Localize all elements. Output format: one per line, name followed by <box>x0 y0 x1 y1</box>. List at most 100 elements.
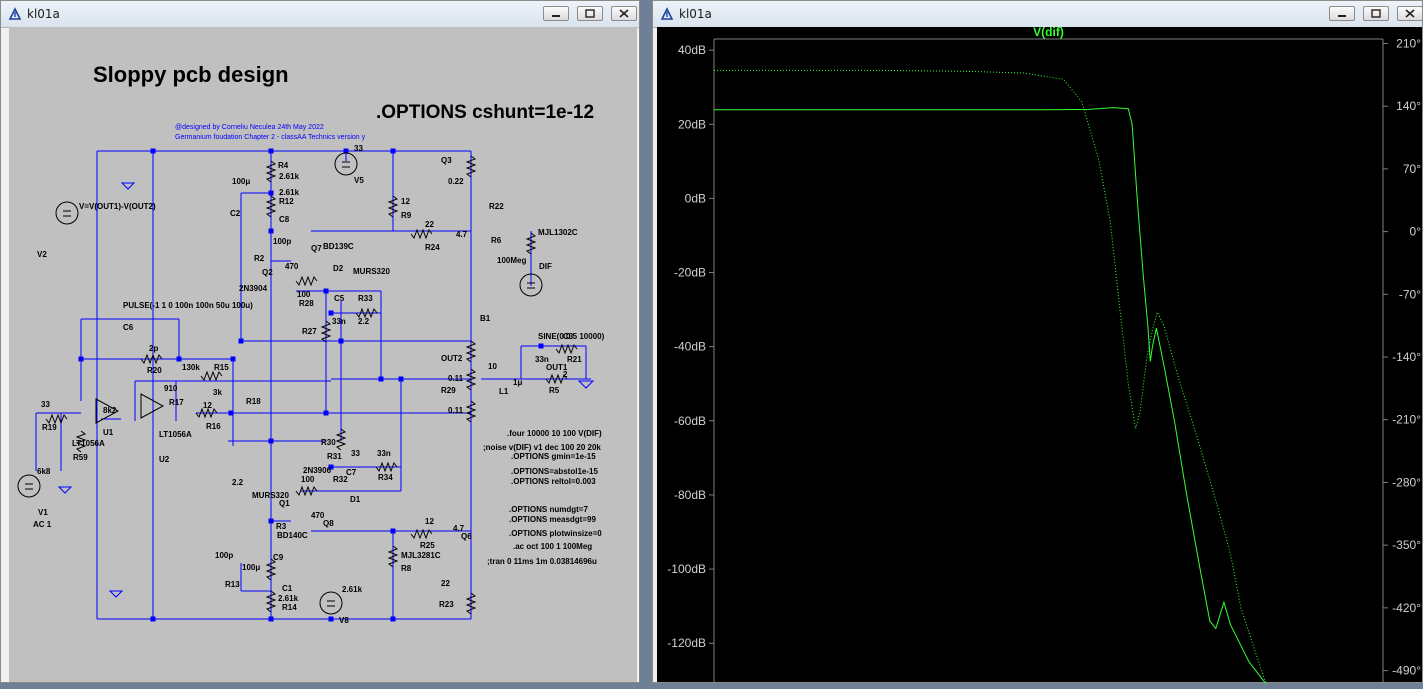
junction-dot <box>379 377 384 382</box>
component-label: 2.61k <box>279 188 300 197</box>
component-label: 2.2 <box>358 317 370 326</box>
y-tick-label-deg: -490° <box>1392 664 1421 678</box>
component-label: MJL3281C <box>401 551 441 560</box>
y-tick-label-deg: 140° <box>1396 99 1421 113</box>
schematic-canvas[interactable]: Sloppy pcb design.OPTIONS cshunt=1e-12@d… <box>9 27 637 682</box>
component-label: R19 <box>42 423 57 432</box>
plot-maximize-button[interactable] <box>1363 6 1389 21</box>
plot-app-icon <box>659 6 675 22</box>
junction-dot <box>269 149 274 154</box>
close-icon <box>612 7 636 20</box>
close-button[interactable] <box>611 6 637 21</box>
component-label: 33 <box>354 144 363 153</box>
component-label: 12 <box>203 401 212 410</box>
y-tick-label-deg: 0° <box>1410 225 1422 239</box>
component-label: OUT2 <box>441 354 463 363</box>
plot-titlebar[interactable]: kl01a <box>653 1 1422 28</box>
component-label: LT1056A <box>72 439 105 448</box>
component-label: 22 <box>441 579 450 588</box>
component-label: 2 <box>563 370 568 379</box>
resistor-symbol <box>46 415 67 423</box>
maximize-button[interactable] <box>577 6 603 21</box>
junction-dot <box>177 357 182 362</box>
component-label: R8 <box>401 564 412 573</box>
component-label: C3 <box>563 332 574 341</box>
component-label: BD139C <box>323 242 354 251</box>
junction-dot <box>324 289 329 294</box>
window-divider <box>640 0 652 683</box>
spice-directive: .four 10000 10 100 V(DIF) <box>507 429 602 438</box>
component-label: R13 <box>225 580 240 589</box>
component-label: 2p <box>149 344 158 353</box>
component-label: 2N3906 <box>303 466 332 475</box>
spice-directive: .OPTIONS numdgt=7 <box>509 505 588 514</box>
component-label: V2 <box>37 250 47 259</box>
component-label: C2 <box>230 209 241 218</box>
spice-directive: .OPTIONS=abstol1e-15 <box>511 467 598 476</box>
spice-directive: .OPTIONS gmin=1e-15 <box>511 452 596 461</box>
component-label: 33 <box>351 449 360 458</box>
spice-directive: .ac oct 100 1 100Meg <box>513 542 592 551</box>
component-label: R16 <box>206 422 221 431</box>
ground-symbol <box>122 183 134 189</box>
y-tick-label-deg: -70° <box>1399 287 1421 301</box>
source-symbol <box>320 592 342 614</box>
ground-symbol <box>59 487 71 493</box>
component-label: R29 <box>441 386 456 395</box>
plot-close-button[interactable] <box>1397 6 1423 21</box>
spice-directive: ;noise v(DIF) v1 dec 100 20 20k <box>483 443 601 452</box>
component-label: R27 <box>302 327 317 336</box>
component-label: R23 <box>439 600 454 609</box>
component-label: D1 <box>350 495 361 504</box>
component-label: Q7 <box>311 244 322 253</box>
schematic-titlebar[interactable]: kl01a <box>1 1 639 28</box>
component-label: 100Meg <box>497 256 526 265</box>
component-label: R15 <box>214 363 229 372</box>
junction-dot <box>239 339 244 344</box>
component-label: R22 <box>489 202 504 211</box>
component-label: R21 <box>567 355 582 364</box>
component-label: R12 <box>279 197 294 206</box>
schematic-drawing[interactable]: Sloppy pcb design.OPTIONS cshunt=1e-12@d… <box>9 27 639 684</box>
resistor-symbol <box>201 372 222 380</box>
schematic-window[interactable]: kl01a Sloppy pcb design.OPTIONS cshunt=1… <box>0 0 640 683</box>
component-label: 0.11 <box>448 406 464 415</box>
component-label: R9 <box>401 211 412 220</box>
schematic-window-title: kl01a <box>27 7 60 21</box>
junction-dot <box>391 617 396 622</box>
y-tick-label-db: -40dB <box>674 340 706 354</box>
component-label: 22 <box>425 220 434 229</box>
y-tick-label-db: -80dB <box>674 488 706 502</box>
component-label: R25 <box>420 541 435 550</box>
minimize-button[interactable] <box>543 6 569 21</box>
component-label: D2 <box>333 264 344 273</box>
spice-directive: .OPTIONS reltol=0.003 <box>511 477 596 486</box>
y-tick-label-deg: -210° <box>1392 413 1421 427</box>
plot-minimize-button[interactable] <box>1329 6 1355 21</box>
component-label: R31 <box>327 452 342 461</box>
junction-dot <box>269 519 274 524</box>
schematic-heading: Sloppy pcb design <box>93 62 289 87</box>
minimize-icon <box>1330 7 1354 20</box>
component-label: L1 <box>499 387 509 396</box>
component-label: PULSE(-1 1 0 100n 100n 50u 100u) <box>123 301 253 310</box>
junction-dot <box>151 617 156 622</box>
junction-dot <box>324 411 329 416</box>
component-label: 10 <box>488 362 497 371</box>
component-label: 8k2 <box>103 406 117 415</box>
component-label: Q6 <box>461 532 472 541</box>
junction-dot <box>229 411 234 416</box>
component-label: 2.61k <box>279 172 300 181</box>
component-label: R33 <box>358 294 373 303</box>
component-label: 33n <box>377 449 391 458</box>
credit-line: Germanium foudation Chapter 2 - classAA … <box>175 134 366 141</box>
component-label: 2.61k <box>278 594 299 603</box>
junction-dot <box>329 617 334 622</box>
component-label: R18 <box>246 397 261 406</box>
component-label: DIF <box>539 262 552 271</box>
bode-plot[interactable]: 40dB20dB0dB-20dB-40dB-60dB-80dB-100dB-12… <box>657 27 1423 684</box>
component-label: 100μ <box>242 563 260 572</box>
phase-trace <box>714 70 1266 684</box>
